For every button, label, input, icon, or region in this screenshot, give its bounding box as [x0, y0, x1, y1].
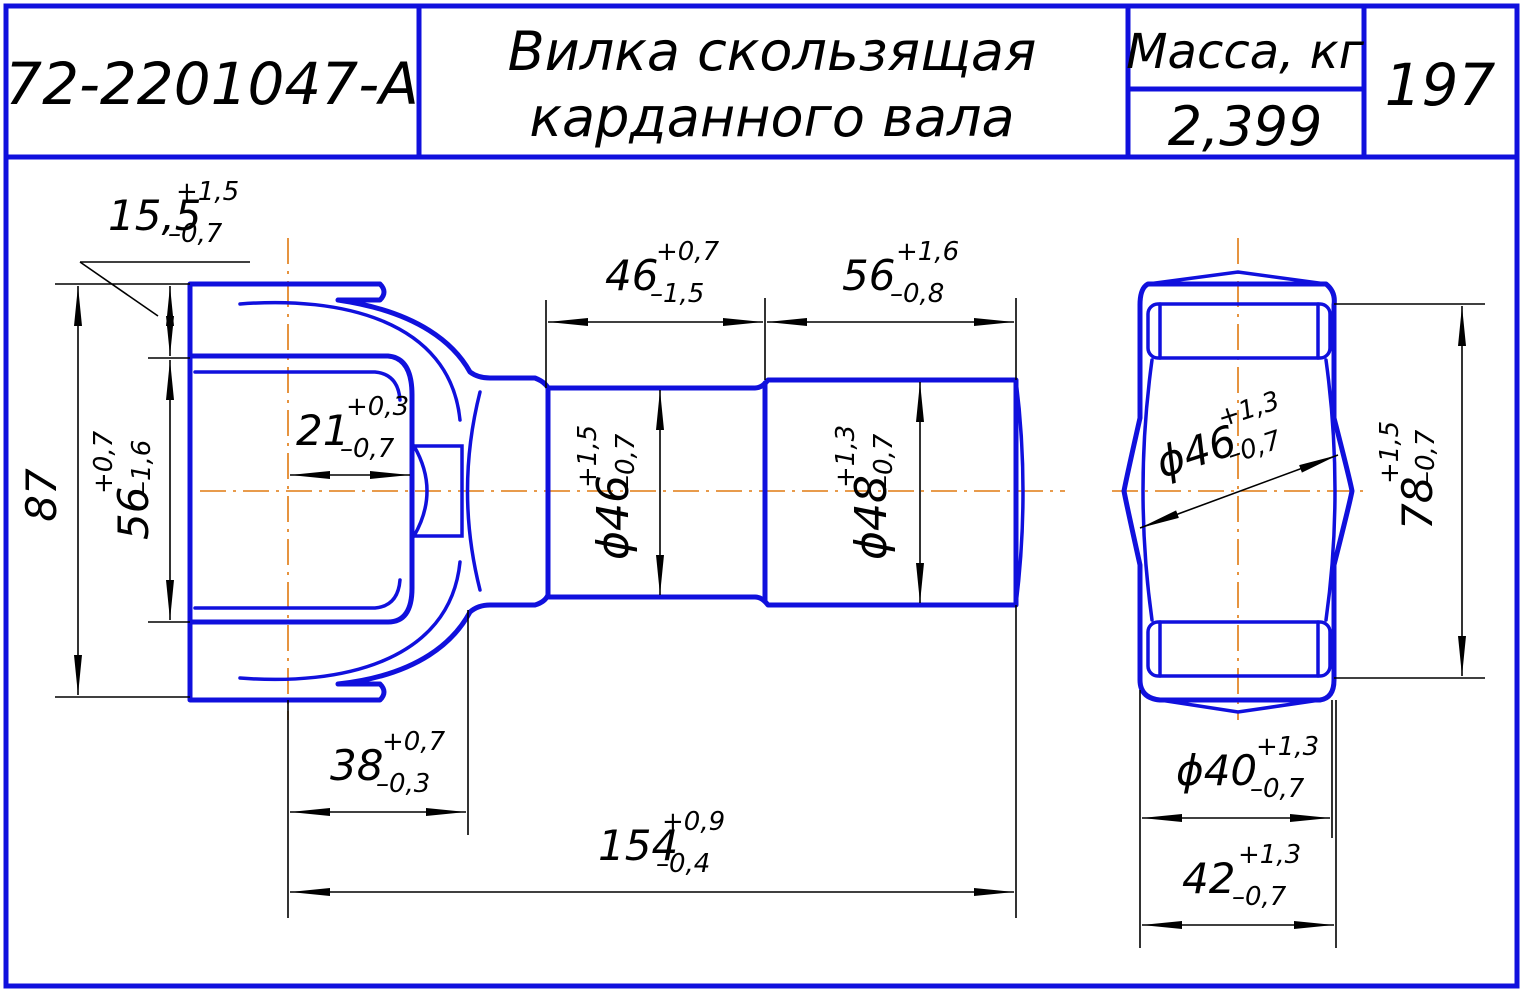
- leader-15-5: [79, 261, 159, 317]
- mass-label: Масса, кг: [1126, 24, 1365, 80]
- part-name-line2: карданного вала: [529, 86, 1014, 149]
- dim-upper-tol: +0,7: [89, 430, 119, 494]
- dim-upper-tol: +1,5: [573, 425, 603, 488]
- dim-lower-tol: –0,7: [168, 219, 223, 249]
- dim-base: 78: [1393, 477, 1442, 530]
- arm-sweep-upper: [238, 300, 462, 422]
- dim-base: 56: [109, 487, 158, 540]
- dim-upper-tol: +0,3: [346, 392, 409, 422]
- dim-lower-tol: –0,7: [869, 433, 899, 488]
- label-phi40: ϕ40 +1,3 –0,7: [1176, 732, 1319, 804]
- dim-upper-tol: +1,5: [1375, 421, 1405, 484]
- dimension-labels: 15,5 +1,5 –0,7 46 +0,7 –1,5 56 +1,6 –0,8…: [17, 177, 1442, 912]
- dim-upper-tol: +1,3: [831, 425, 861, 488]
- dim-base: 42: [1182, 854, 1235, 903]
- dim-lower-tol: –0,7: [1224, 425, 1285, 470]
- dim-line-phi46-side: [1139, 454, 1339, 529]
- dim-upper-tol: +1,5: [176, 177, 239, 207]
- side-top-cap: [1146, 270, 1328, 286]
- dim-base: 46: [605, 251, 658, 300]
- label-38: 38 +0,7 –0,3: [330, 727, 446, 799]
- dim-upper-tol: +1,3: [1238, 840, 1301, 870]
- dim-lower-tol: –1,5: [650, 279, 704, 309]
- dim-base: 154: [598, 821, 678, 870]
- dim-upper-tol: +1,3: [1256, 732, 1319, 762]
- yoke-outer-contour: [187, 281, 551, 703]
- label-phi48: ϕ48 +1,3 –0,7: [831, 425, 899, 560]
- part-name-line1: Вилка скользящая: [508, 20, 1037, 83]
- arm-inner-lower: [193, 578, 402, 610]
- yoke-front-view: [187, 281, 1025, 703]
- dim-lower-tol: –0,8: [890, 279, 944, 309]
- label-15-5: 15,5 +1,5 –0,7: [108, 177, 239, 249]
- shaft-end-chamfer: [1014, 378, 1025, 607]
- label-21: 21 +0,3 –0,7: [296, 392, 409, 464]
- side-inner-left: [1141, 358, 1154, 622]
- center-lines: [200, 238, 1370, 720]
- dim-lower-tol: –0,4: [656, 849, 710, 879]
- dim-base: ϕ40: [1176, 746, 1257, 795]
- shaft-section-1: [545, 377, 1019, 608]
- dim-base: 15,5: [108, 191, 202, 240]
- dim-upper-tol: +0,9: [662, 807, 725, 837]
- label-154: 154 +0,9 –0,4: [598, 807, 725, 879]
- label-56-length: 56 +1,6 –0,8: [842, 237, 959, 309]
- dim-base: 87: [17, 468, 66, 522]
- dim-lower-tol: –0,7: [340, 434, 395, 464]
- dim-lower-tol: –0,7: [611, 433, 641, 488]
- side-lower-ear: [1146, 620, 1332, 678]
- mass-value: 2,399: [1168, 95, 1323, 158]
- dim-lower-tol: –0,7: [1232, 882, 1287, 912]
- label-46-length: 46 +0,7 –1,5: [605, 237, 720, 309]
- hub-arc: [412, 444, 429, 538]
- sheet-number: 197: [1385, 51, 1496, 119]
- dimension-lines: [55, 261, 1485, 948]
- label-78: 78 +1,5 –0,7: [1375, 421, 1442, 530]
- hub-outline: [412, 444, 464, 538]
- dim-lower-tol: –1,6: [127, 440, 157, 494]
- arm-inner-upper: [193, 370, 402, 402]
- dim-base: 56: [842, 251, 895, 300]
- dim-lower-tol: –0,7: [1250, 774, 1305, 804]
- yoke-inner-opening: [187, 353, 415, 625]
- dim-base: ϕ46: [588, 475, 639, 560]
- dim-base: ϕ48: [846, 475, 897, 560]
- side-upper-ear: [1146, 302, 1332, 360]
- label-phi46: ϕ46 +1,5 –0,7: [573, 425, 641, 560]
- neck-arc: [465, 390, 482, 592]
- dim-lower-tol: –0,7: [1411, 429, 1441, 484]
- part-number: 72-2201047-A: [5, 50, 419, 118]
- dim-upper-tol: +0,7: [656, 237, 720, 267]
- label-87: 87: [17, 468, 66, 522]
- label-phi46-side: ϕ46 +1,3 –0,7: [1150, 386, 1285, 488]
- dim-upper-tol: +1,6: [896, 237, 959, 267]
- dim-lower-tol: –0,3: [376, 769, 430, 799]
- dim-upper-tol: +0,7: [382, 727, 446, 757]
- title-block: 72-2201047-A Вилка скользящая карданного…: [3, 3, 1520, 989]
- dim-base: 21: [296, 406, 349, 455]
- label-56-inner: 56 +0,7 –1,6: [89, 430, 158, 540]
- arm-sweep-lower: [238, 560, 462, 682]
- label-42: 42 +1,3 –0,7: [1182, 840, 1301, 912]
- drawing-frame: [3, 3, 1520, 989]
- side-bottom-cap: [1158, 698, 1322, 714]
- dim-base: 38: [330, 741, 383, 790]
